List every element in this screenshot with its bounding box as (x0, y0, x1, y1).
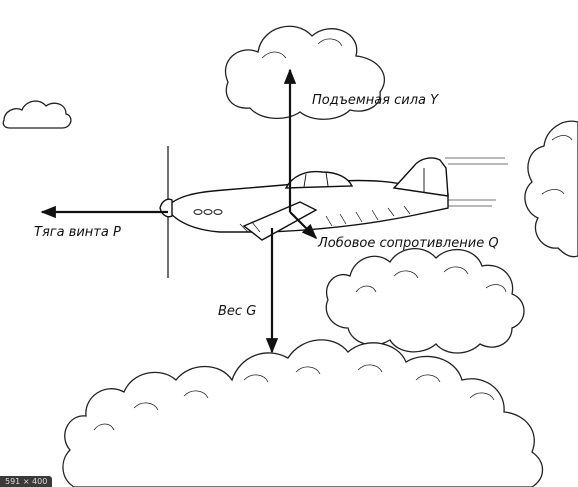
cloud-top-icon (225, 25, 385, 120)
cloud-bottom-icon (62, 339, 544, 487)
cloud-right-icon (524, 120, 578, 258)
thrust-label: Тяга винта P (34, 225, 121, 240)
weight-label: Вес G (218, 304, 256, 319)
image-size-badge: 591 × 400 (0, 476, 53, 487)
drag-arrow (289, 211, 318, 240)
cloud-left-small-icon (2, 100, 72, 129)
lift-label: Подъемная сила Y (312, 93, 439, 108)
airplane-icon (159, 146, 449, 278)
drag-label: Лобовое сопротивление Q (317, 236, 499, 251)
cloud-middle-icon (325, 248, 525, 354)
